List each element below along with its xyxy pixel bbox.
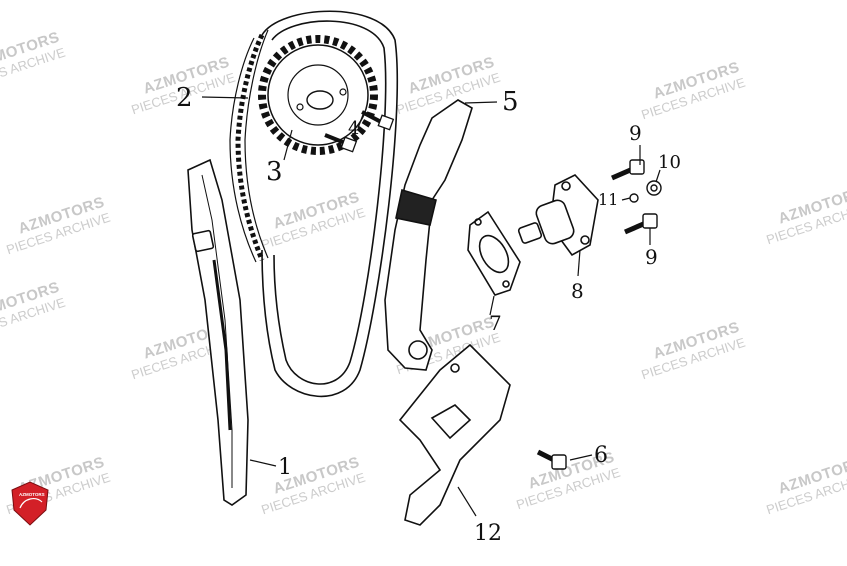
callout-1: 1 bbox=[278, 455, 292, 480]
callout-4: 4 bbox=[348, 118, 359, 139]
callout-7: 7 bbox=[489, 311, 502, 335]
cam-sprocket bbox=[258, 35, 378, 155]
callout-9b: 9 bbox=[645, 245, 658, 269]
tensioner-bolts bbox=[611, 159, 662, 235]
callout-labels: 1 2 3 4 5 6 7 8 9 9 10 11 12 bbox=[176, 83, 681, 546]
guide-bracket bbox=[398, 343, 511, 526]
tensioner-body bbox=[517, 174, 599, 257]
callout-2: 2 bbox=[176, 83, 193, 113]
azmotors-logo: AZMOTORS bbox=[11, 481, 49, 526]
logo-text: AZMOTORS bbox=[19, 492, 45, 497]
bracket-bolt bbox=[536, 449, 567, 470]
timing-chain bbox=[229, 10, 399, 398]
callout-9a: 9 bbox=[629, 121, 642, 145]
callout-12: 12 bbox=[474, 521, 502, 546]
callout-11: 11 bbox=[598, 190, 618, 209]
sprocket-bolt bbox=[324, 110, 395, 153]
tensioner-gasket bbox=[467, 210, 521, 296]
callout-3: 3 bbox=[266, 157, 283, 187]
leader-lines bbox=[201, 96, 661, 517]
chain-guide bbox=[187, 158, 249, 506]
callout-8: 8 bbox=[571, 279, 584, 303]
callout-6: 6 bbox=[594, 443, 608, 468]
callout-5: 5 bbox=[502, 87, 519, 117]
callout-10: 10 bbox=[658, 152, 681, 173]
tensioner-blade bbox=[384, 99, 473, 371]
